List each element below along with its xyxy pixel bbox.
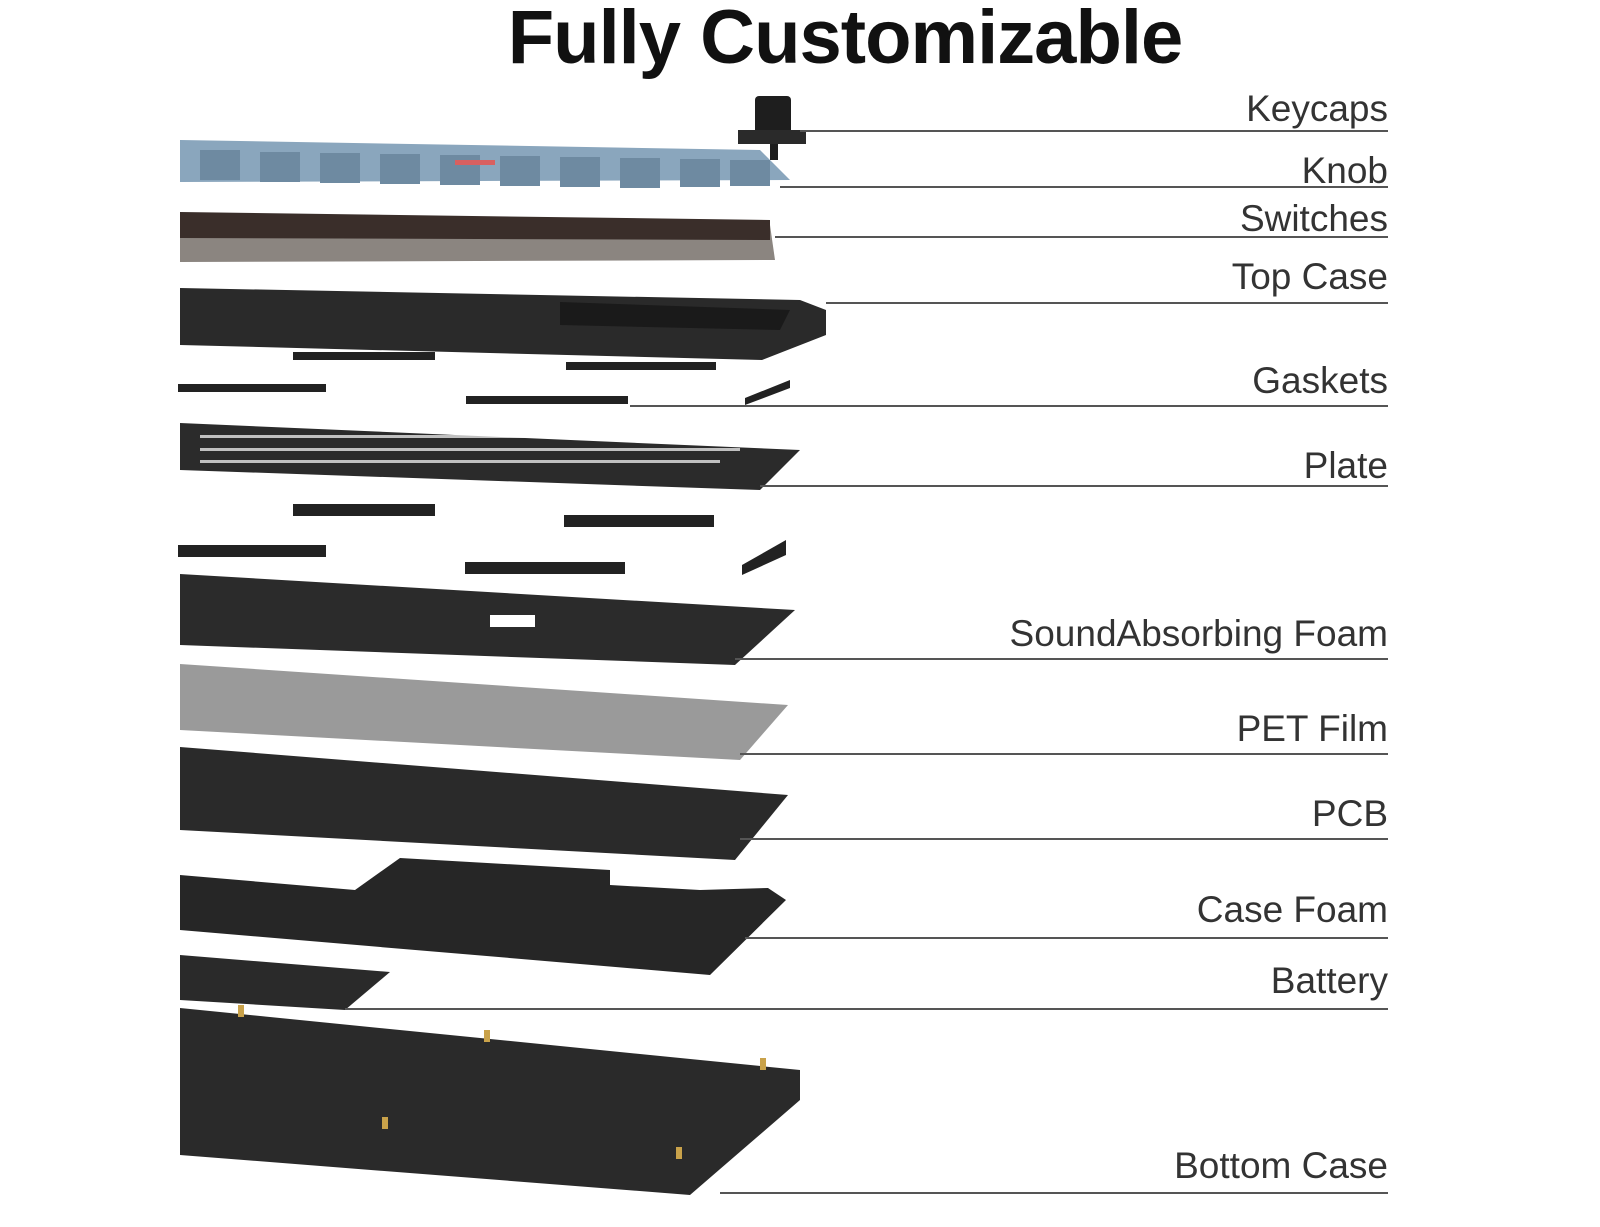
label-switches: Switches (1239, 198, 1388, 239)
bottom-case-layer (180, 1008, 800, 1195)
leader-line (345, 1008, 1388, 1010)
pcb-layer (180, 747, 788, 860)
leader-line (780, 186, 1388, 188)
label-gaskets: Gaskets (1252, 360, 1388, 401)
page-title: Fully Customizable (507, 0, 1184, 80)
leader-line (630, 405, 1388, 407)
label-keycaps: Keycaps (1246, 88, 1388, 129)
leader-line (745, 937, 1388, 939)
label-bottom-case: Bottom Case (1174, 1145, 1388, 1186)
sound-absorbing-foam-layer (180, 574, 795, 665)
label-sound-absorbing-foam: SoundAbsorbing Foam (1009, 613, 1388, 654)
leader-line (826, 302, 1388, 304)
leader-line (800, 130, 1388, 132)
pet-film-layer (180, 664, 788, 760)
gaskets-layer (178, 352, 790, 405)
label-pet-film: PET Film (1236, 708, 1388, 749)
leader-line (735, 658, 1388, 660)
keycaps-layer (180, 140, 790, 188)
label-knob: Knob (1301, 150, 1388, 191)
switches-layer (180, 212, 775, 262)
battery-layer (180, 955, 390, 1010)
leader-line (775, 236, 1388, 238)
leader-line (740, 838, 1388, 840)
label-plate: Plate (1303, 445, 1388, 486)
label-pcb: PCB (1311, 793, 1388, 834)
leader-line (760, 485, 1388, 487)
case-foam-layer (180, 858, 786, 975)
label-case-foam: Case Foam (1196, 889, 1388, 930)
label-top-case: Top Case (1231, 256, 1388, 297)
leader-line (740, 753, 1388, 755)
leader-line (720, 1192, 1388, 1194)
label-battery: Battery (1270, 960, 1388, 1001)
plate-layer (180, 423, 800, 490)
knob (738, 96, 806, 160)
